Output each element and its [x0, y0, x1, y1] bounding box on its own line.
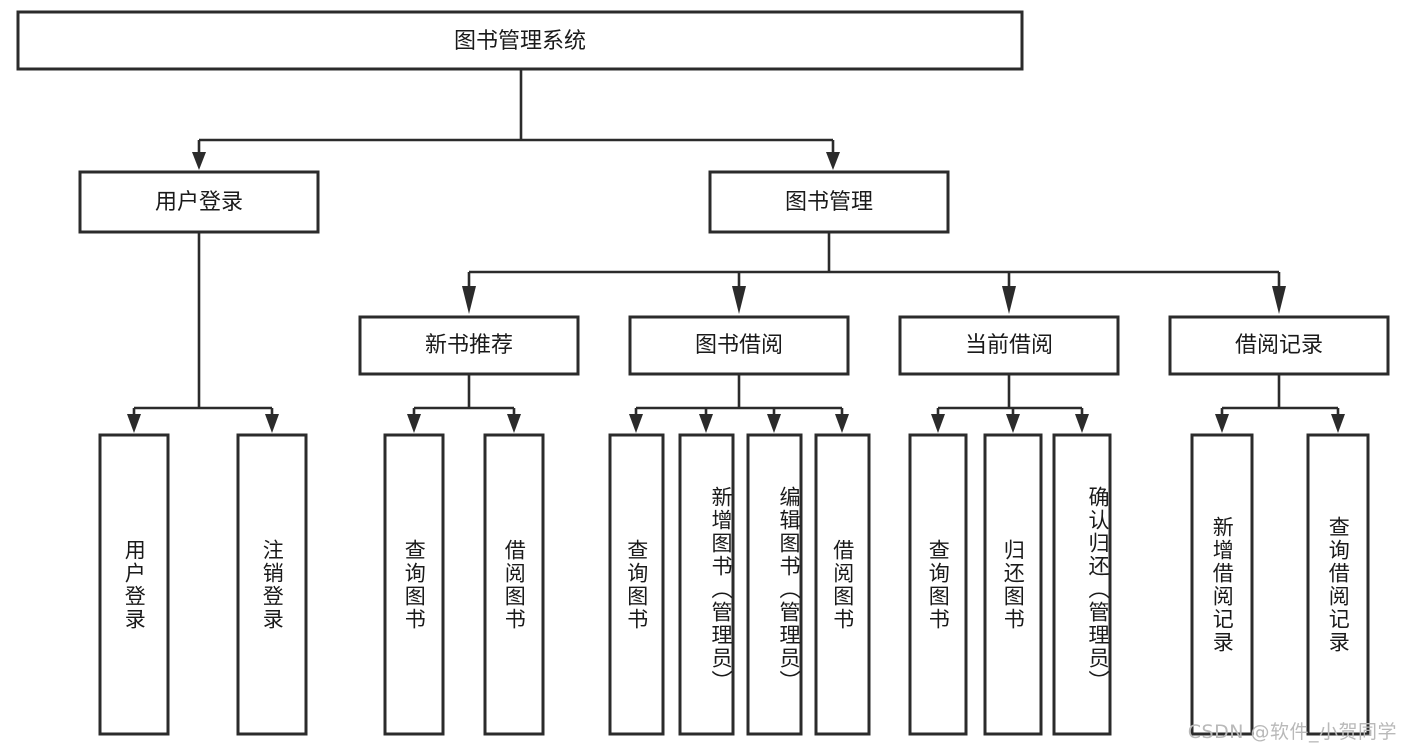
node-box-leaf-add-book-admin[interactable]	[678, 433, 735, 736]
node-label-borrow-record: 借阅记录	[1235, 333, 1323, 358]
node-box-leaf-borrow-book[interactable]	[814, 433, 871, 736]
arrowhead-leaf-user-logout	[265, 414, 279, 433]
node-box-current-borrow[interactable]	[898, 315, 1120, 376]
connector-layer	[127, 69, 1345, 433]
arrowhead-leaf-user-login	[127, 414, 141, 433]
arrowhead-leaf-borrow-book-rec	[507, 414, 521, 433]
node-box-leaf-confirm-return-admin[interactable]	[1052, 433, 1112, 736]
node-box-borrow-record[interactable]	[1168, 315, 1390, 376]
arrowhead-new-book-rec	[462, 286, 476, 314]
arrowhead-borrow-record	[1272, 286, 1286, 314]
arrowhead-leaf-return-book	[1006, 414, 1020, 433]
node-box-root[interactable]	[16, 10, 1024, 71]
node-label-user-login: 用户登录	[155, 190, 243, 215]
node-box-leaf-edit-book-admin[interactable]	[746, 433, 803, 736]
node-box-book-borrow[interactable]	[628, 315, 850, 376]
arrowhead-leaf-query-book-rec	[407, 414, 421, 433]
node-box-leaf-add-borrow-record[interactable]	[1190, 433, 1254, 736]
node-box-leaf-query-book-cur[interactable]	[908, 433, 968, 736]
arrowhead-current-borrow	[1002, 286, 1016, 314]
arrowhead-user-login	[192, 152, 206, 170]
node-box-user-login[interactable]	[78, 170, 320, 234]
node-box-leaf-borrow-book-rec[interactable]	[483, 433, 545, 736]
arrowhead-leaf-confirm-return-admin	[1075, 414, 1089, 433]
node-box-book-manage[interactable]	[708, 170, 950, 234]
node-box-leaf-user-login[interactable]	[98, 433, 170, 736]
arrowhead-leaf-query-book-cur	[931, 414, 945, 433]
node-label-book-borrow: 图书借阅	[695, 333, 783, 358]
arrowhead-leaf-add-borrow-record	[1215, 414, 1229, 433]
node-box-leaf-query-borrow-record[interactable]	[1306, 433, 1370, 736]
node-box-leaf-return-book[interactable]	[983, 433, 1043, 736]
csdn-watermark: CSDN @软件_小贺同学	[1187, 721, 1397, 743]
node-label-root: 图书管理系统	[454, 29, 586, 54]
node-label-new-book-rec: 新书推荐	[425, 333, 513, 358]
arrowhead-leaf-query-book	[629, 414, 643, 433]
node-label-current-borrow: 当前借阅	[965, 333, 1053, 358]
arrowhead-leaf-borrow-book	[835, 414, 849, 433]
node-box-leaf-query-book[interactable]	[608, 433, 665, 736]
arrowhead-leaf-query-borrow-record	[1331, 414, 1345, 433]
arrowhead-leaf-add-book-admin	[699, 414, 713, 433]
arrowhead-book-manage	[826, 152, 840, 170]
node-label-book-manage: 图书管理	[785, 190, 873, 215]
node-box-new-book-rec[interactable]	[358, 315, 580, 376]
arrowhead-book-borrow	[732, 286, 746, 314]
node-layer: 图书管理系统 用户登录 图书管理 新书推荐 图书借阅 当前借阅 借阅记录	[16, 10, 1390, 736]
node-box-leaf-user-logout[interactable]	[236, 433, 308, 736]
node-box-leaf-query-book-rec[interactable]	[383, 433, 445, 736]
arrowhead-leaf-edit-book-admin	[767, 414, 781, 433]
